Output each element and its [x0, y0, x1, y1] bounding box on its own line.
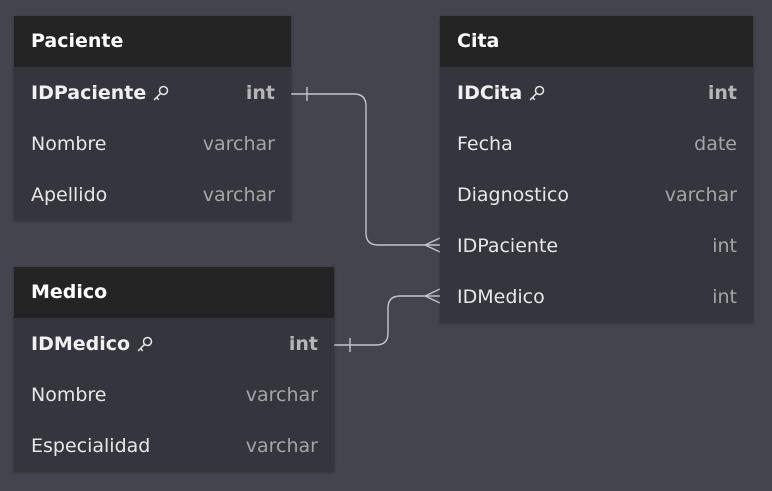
table-paciente-header[interactable]: Paciente [14, 16, 291, 67]
field-name: Diagnostico [457, 183, 569, 206]
many-cardinality-marker [424, 237, 441, 253]
field-name-cell: IDCita [457, 82, 546, 104]
field-type: int [245, 81, 275, 104]
field-type: date [694, 132, 737, 155]
field-name: Nombre [31, 132, 107, 155]
field-type: int [707, 81, 737, 104]
field-row-apellido[interactable]: Apellido varchar [14, 169, 291, 220]
field-row-fecha[interactable]: Fecha date [440, 118, 753, 169]
field-name: Especialidad [31, 434, 151, 457]
table-medico[interactable]: Medico IDMedico int Nombre varchar Espec… [14, 267, 334, 471]
field-name-cell: IDMedico [31, 333, 154, 355]
relationship-line-medico-cita [334, 295, 440, 346]
field-row-diagnostico[interactable]: Diagnostico varchar [440, 169, 753, 220]
relationship-medico-cita [334, 288, 441, 352]
field-row-idpaciente-fk[interactable]: IDPaciente int [440, 220, 753, 271]
field-type: int [288, 332, 318, 355]
primary-key-icon [136, 335, 154, 353]
primary-key-icon [528, 84, 546, 102]
field-name: IDMedico [457, 285, 545, 308]
field-row-especialidad[interactable]: Especialidad varchar [14, 420, 334, 471]
many-cardinality-marker [424, 288, 441, 304]
field-name: IDCita [457, 81, 523, 104]
field-type: varchar [202, 183, 275, 206]
field-name: Nombre [31, 383, 107, 406]
table-paciente[interactable]: Paciente IDPaciente int Nombre varchar A… [14, 16, 291, 220]
field-row-nombre[interactable]: Nombre varchar [14, 369, 334, 420]
table-medico-header[interactable]: Medico [14, 267, 334, 318]
field-row-idmedico[interactable]: IDMedico int [14, 318, 334, 369]
table-cita[interactable]: Cita IDCita int Fecha date Diagnostico v… [440, 16, 753, 322]
table-cita-header[interactable]: Cita [440, 16, 753, 67]
field-type: varchar [664, 183, 737, 206]
field-name: IDMedico [31, 332, 131, 355]
field-name: IDPaciente [457, 234, 559, 257]
field-type: int [712, 285, 737, 308]
field-name-cell: IDPaciente [31, 82, 170, 104]
primary-key-icon [152, 84, 170, 102]
field-row-idmedico-fk[interactable]: IDMedico int [440, 271, 753, 322]
field-name: Fecha [457, 132, 513, 155]
field-row-idpaciente[interactable]: IDPaciente int [14, 67, 291, 118]
field-type: varchar [245, 383, 318, 406]
field-name: IDPaciente [31, 81, 147, 104]
relationship-line-paciente-cita [291, 93, 440, 246]
relationship-paciente-cita [291, 87, 441, 253]
field-row-nombre[interactable]: Nombre varchar [14, 118, 291, 169]
field-type: int [712, 234, 737, 257]
field-type: varchar [202, 132, 275, 155]
field-row-idcita[interactable]: IDCita int [440, 67, 753, 118]
field-type: varchar [245, 434, 318, 457]
field-name: Apellido [31, 183, 108, 206]
